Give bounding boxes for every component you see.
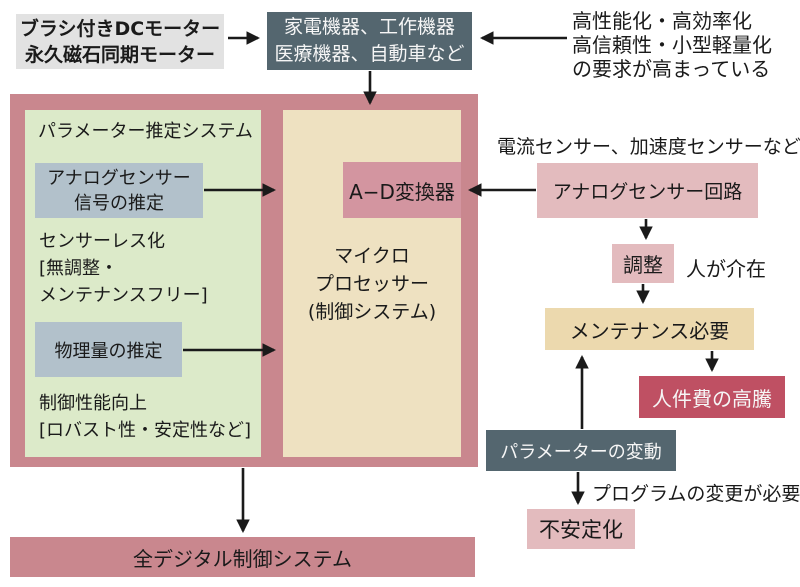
adjustment-box: 調整: [612, 244, 674, 283]
applications-box: 家電機器、工作機器 医療機器、自動車など: [267, 12, 472, 70]
analog-estimation-line2: 信号の推定: [74, 192, 164, 214]
microprocessor-line3: (制御システム): [307, 300, 437, 323]
sensors-note: 電流センサー、加速度センサーなど: [497, 136, 800, 158]
motors-line2: 永久磁石同期モーター: [24, 43, 215, 66]
program-change-note: プログラムの変更が必要: [592, 483, 800, 505]
demand-note-line3: の要求が高まっている: [572, 57, 771, 81]
instability-label: 不安定化: [539, 518, 623, 542]
control-note-line1: 制御性能向上: [39, 393, 147, 414]
ad-converter-box: A−D変換器: [343, 162, 461, 218]
microprocessor-line2: プロセッサー: [314, 272, 429, 295]
adjustment-label: 調整: [623, 253, 663, 277]
digital-system-label: 全デジタル制御システム: [133, 546, 352, 571]
applications-line1: 家電機器、工作機器: [283, 16, 455, 38]
maintenance-box: メンテナンス必要: [545, 308, 754, 350]
analog-sensor-circuit-box: アナログセンサー回路: [537, 163, 758, 218]
physical-quantity-estimation-box: 物理量の推定: [35, 322, 182, 377]
motors-line1: ブラシ付きDCモーター: [19, 17, 221, 40]
sensorless-line3: メンテナンスフリー]: [39, 285, 208, 306]
analog-circuit-label: アナログセンサー回路: [552, 181, 743, 203]
microprocessor-box: マイクロ プロセッサー (制御システム): [283, 110, 461, 457]
ad-converter-label: A−D変換器: [349, 179, 455, 204]
analog-estimation-line1: アナログセンサー: [47, 167, 191, 189]
control-performance-note: 制御性能向上 [ロバスト性・安定性など]: [39, 390, 251, 444]
sensorless-line1: センサーレス化: [39, 231, 165, 252]
demand-note-line2: 高信頼性・小型軽量化: [572, 33, 772, 57]
labor-cost-label: 人件費の高騰: [652, 386, 772, 411]
applications-line2: 医療機器、自動車など: [274, 43, 465, 65]
digital-control-system-bar: 全デジタル制御システム: [10, 537, 475, 577]
analog-signal-estimation-box: アナログセンサー 信号の推定: [35, 163, 203, 218]
human-involvement-note: 人が介在: [686, 257, 766, 281]
estimation-title: パラメーター推定システム: [38, 121, 253, 142]
maintenance-label: メンテナンス必要: [569, 318, 730, 343]
demand-note-line1: 高性能化・高効率化: [572, 9, 752, 33]
labor-cost-box: 人件費の高騰: [639, 376, 785, 418]
motors-box: ブラシ付きDCモーター 永久磁石同期モーター: [16, 14, 224, 69]
parameter-variation-label: パラメーターの変動: [500, 441, 662, 463]
sensorless-line2: [無調整・: [39, 258, 119, 279]
instability-box: 不安定化: [527, 509, 635, 549]
microprocessor-line1: マイクロ: [334, 244, 410, 267]
sensorless-note: センサーレス化 [無調整・ メンテナンスフリー]: [39, 228, 208, 309]
physical-estimation-label: 物理量の推定: [54, 340, 163, 362]
parameter-variation-box: パラメーターの変動: [486, 430, 676, 471]
control-note-line2: [ロバスト性・安定性など]: [39, 420, 252, 441]
demand-note: 高性能化・高効率化 高信頼性・小型軽量化 の要求が高まっている: [572, 9, 772, 81]
